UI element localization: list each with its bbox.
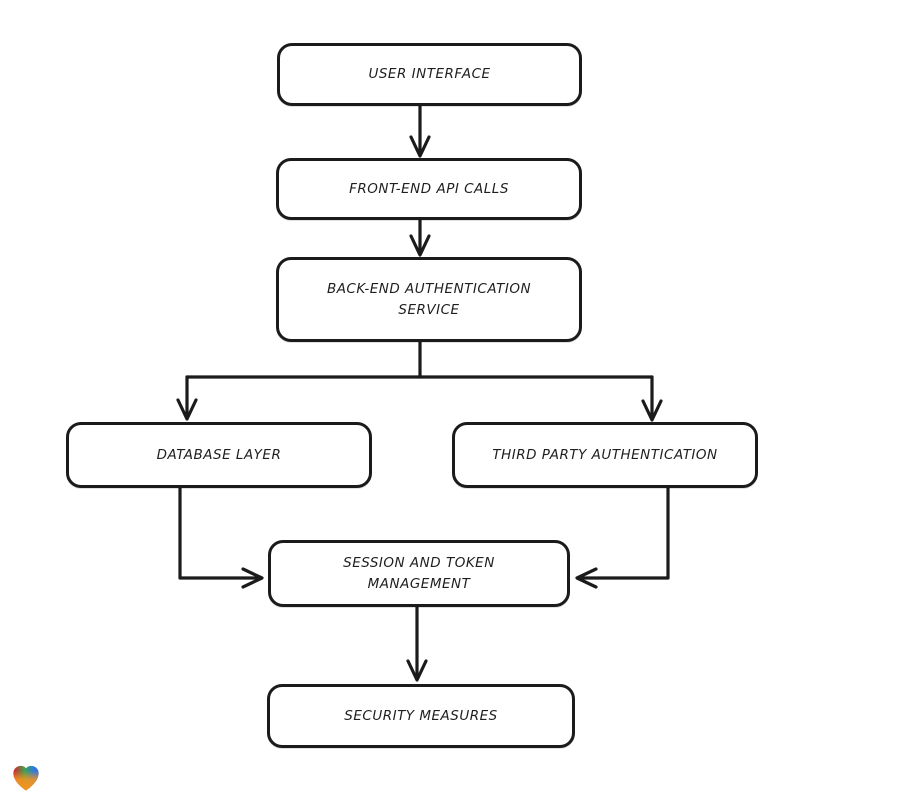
edge-session-to-security (406, 605, 428, 682)
arrowhead-down-icon (176, 398, 198, 421)
node-security-measures: SECURITY MEASURES (267, 684, 575, 748)
edge-front-end-to-back-end (409, 218, 431, 257)
arrowhead-down-icon (641, 399, 663, 422)
arrowhead-down-icon (409, 234, 431, 257)
node-back-end-authentication-service: BACK-END AUTHENTICATION SERVICE (276, 257, 582, 342)
node-front-end-api-calls: FRONT-END API CALLS (276, 158, 582, 220)
node-third-party-authentication: THIRD PARTY AUTHENTICATION (452, 422, 758, 488)
arrowhead-right-icon (241, 567, 264, 589)
gradient-heart-logo-icon (13, 765, 39, 791)
node-session-and-token-management: SESSION AND TOKEN MANAGEMENT (268, 540, 570, 607)
arrowhead-down-icon (406, 659, 428, 682)
node-user-interface: USER INTERFACE (277, 43, 582, 106)
arrowhead-left-icon (575, 567, 598, 589)
node-database-layer: DATABASE LAYER (66, 422, 372, 488)
arrowhead-down-icon (409, 135, 431, 158)
edge-user-interface-to-front-end (409, 104, 431, 158)
edge-third-party-to-session (575, 485, 670, 589)
edge-back-end-split (176, 340, 663, 422)
edge-database-to-session (178, 486, 264, 589)
